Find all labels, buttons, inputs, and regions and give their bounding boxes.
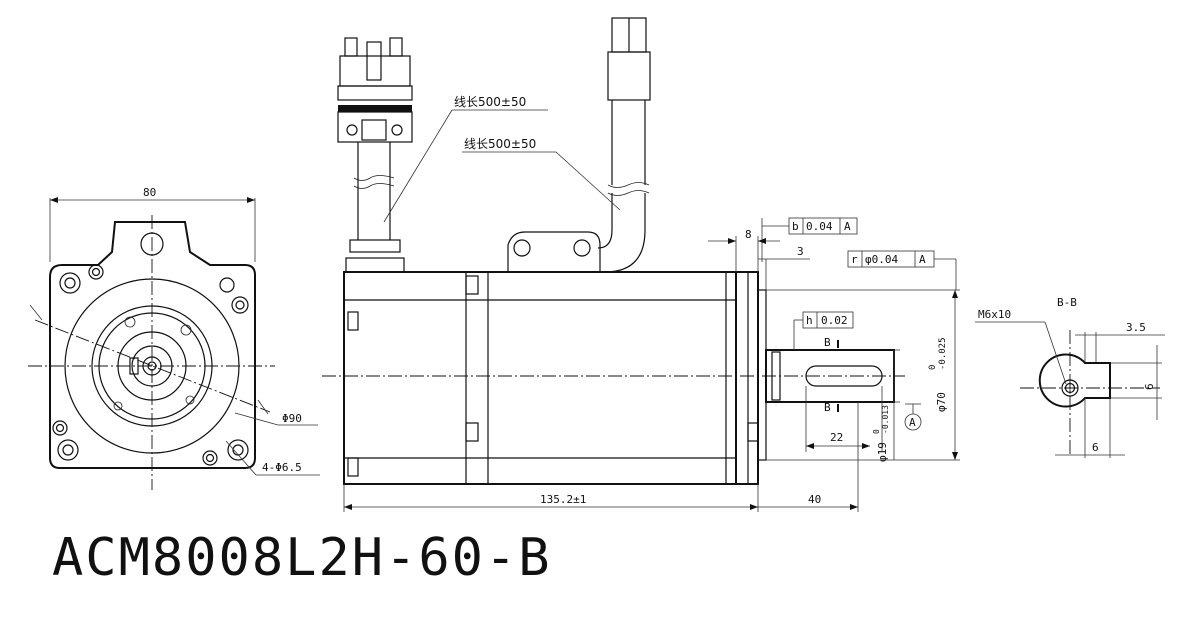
- shaft-length-label: 40: [808, 493, 821, 506]
- pilot-depth-label: 3: [797, 245, 804, 258]
- key-length-label: 22: [830, 431, 843, 444]
- svg-text:φ0.04: φ0.04: [865, 253, 898, 266]
- key-width-label: 6: [1143, 383, 1156, 390]
- svg-text:-0.013: -0.013: [881, 405, 890, 434]
- cable-length-1: 线长500±50: [454, 95, 526, 109]
- svg-text:0.02: 0.02: [821, 314, 848, 327]
- svg-text:r: r: [851, 253, 858, 266]
- holes-label: 4-Φ6.5: [262, 461, 302, 474]
- section-mark-top: B: [824, 336, 831, 349]
- front-view: 80 Φ90 4-Φ6.5: [28, 186, 320, 490]
- svg-text:A: A: [919, 253, 926, 266]
- section-view: B-B M6x10 3.5 6 6: [975, 296, 1165, 458]
- flange-width-label: 80: [143, 186, 156, 199]
- svg-text:h: h: [806, 314, 813, 327]
- svg-text:0.04: 0.04: [806, 220, 833, 233]
- body-length-label: 135.2±1: [540, 493, 586, 506]
- gdt-perpendicularity: b 0.04 A: [761, 217, 858, 262]
- flange-thickness-label: 8: [745, 228, 752, 241]
- section-title: B-B: [1057, 296, 1077, 309]
- gdt-flatness: h 0.02: [793, 311, 854, 350]
- pilot-dia-label: φ70: [935, 392, 948, 412]
- svg-text:b: b: [792, 220, 799, 233]
- datum-label: A: [909, 416, 916, 429]
- thread-label: M6x10: [978, 308, 1011, 321]
- svg-text:0: 0: [872, 429, 881, 434]
- pcd-label: Φ90: [282, 412, 302, 425]
- key-offset-label: 6: [1092, 441, 1099, 454]
- gdt-runout: r φ0.04 A: [847, 250, 957, 290]
- model-number: ACM8008L2H-60-B: [52, 528, 552, 588]
- side-view: B B b 0.04 A r φ0.04 A h 0.02: [322, 17, 960, 512]
- cable-length-2: 线长500±50: [464, 137, 536, 151]
- svg-text:A: A: [844, 220, 851, 233]
- svg-text:-0.025: -0.025: [938, 337, 948, 370]
- shaft-dia-label: φ19: [876, 442, 889, 462]
- key-depth-label: 3.5: [1126, 321, 1146, 334]
- svg-text:0: 0: [928, 365, 938, 370]
- section-mark-bottom: B: [824, 401, 831, 414]
